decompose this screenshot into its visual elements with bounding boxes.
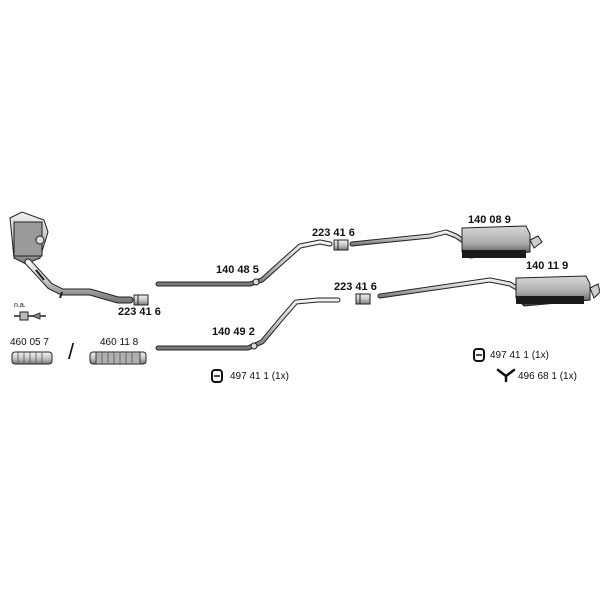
sensor-icon [14, 311, 46, 321]
label-na: n.a. [14, 302, 26, 309]
clamp-upper-icon [333, 239, 349, 251]
label-pipe-upper: 140 48 5 [216, 264, 259, 276]
label-flex-a: 460 05 7 [10, 337, 49, 348]
legend-rubber-mount-right: 497 41 1 (1x) [490, 350, 549, 361]
label-muffler-rear: 140 11 9 [526, 260, 569, 272]
rubber-mount-icon [211, 369, 223, 383]
clamp-front-icon [133, 294, 149, 306]
label-pipe-lower: 140 49 2 [212, 326, 255, 338]
pipe-upper [155, 239, 333, 287]
label-flex-b: 460 11 8 [100, 337, 139, 348]
separator-slash: / [68, 339, 75, 364]
rubber-mount-icon [473, 348, 485, 362]
label-clamp-upper: 223 41 6 [312, 227, 355, 239]
label-clamp-lower: 223 41 6 [334, 281, 377, 293]
muffler-front [349, 225, 543, 259]
pipe-lower [155, 297, 341, 351]
flex-pipe-a-icon [11, 351, 53, 365]
y-hanger-icon [496, 368, 516, 383]
clamp-lower-icon [355, 293, 371, 305]
label-clamp-front: 223 41 6 [118, 306, 161, 318]
label-muffler-front: 140 08 9 [468, 214, 511, 226]
legend-y-hanger: 496 68 1 (1x) [518, 371, 577, 382]
muffler-rear [377, 275, 600, 307]
catalytic-converter-assembly [9, 211, 134, 304]
flex-pipe-b-icon [89, 351, 147, 365]
legend-rubber-mount-left: 497 41 1 (1x) [230, 371, 289, 382]
